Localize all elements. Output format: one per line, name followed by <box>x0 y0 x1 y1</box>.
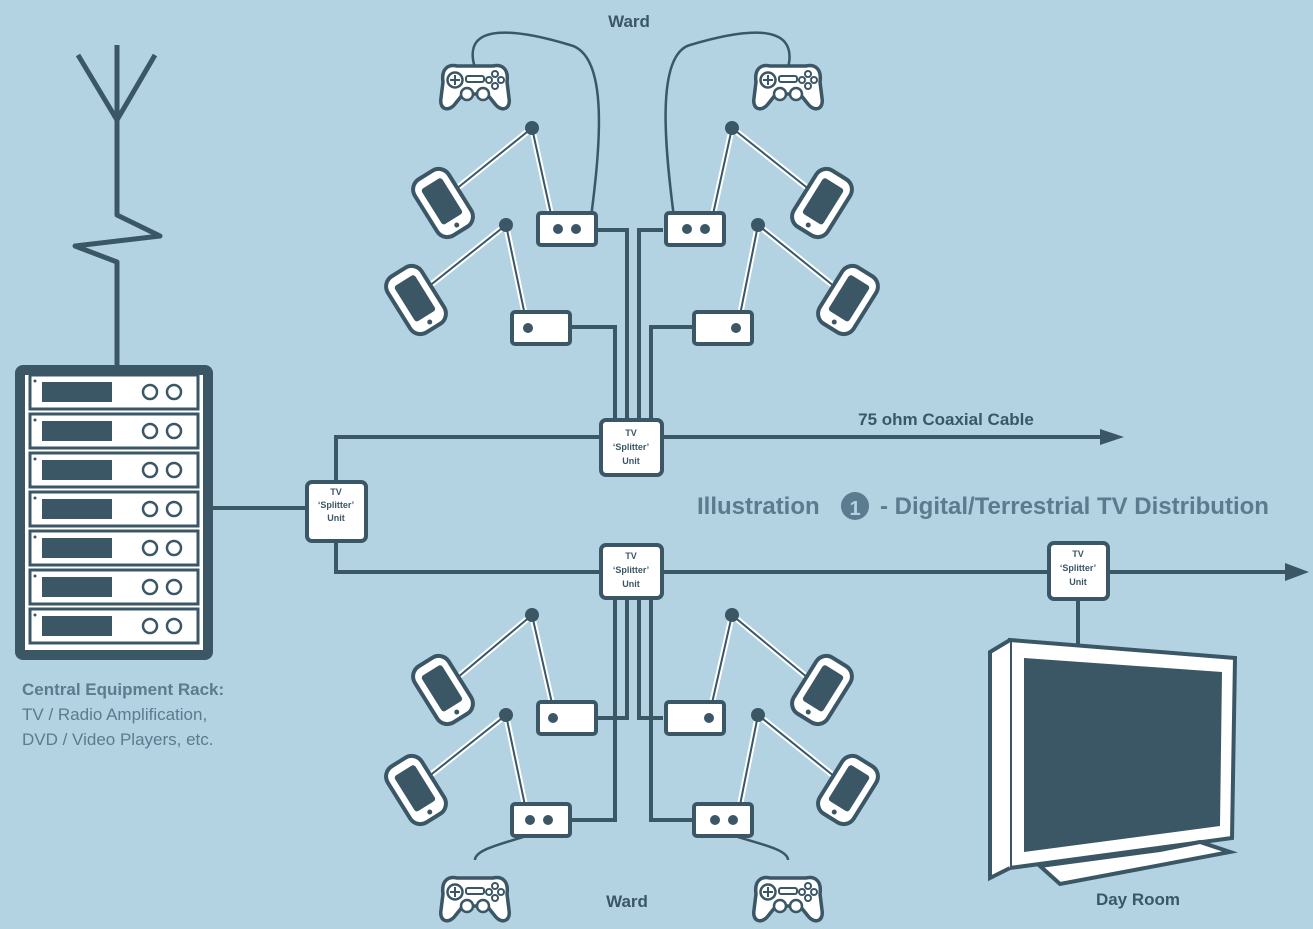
wall-socket-icon <box>536 211 598 247</box>
bedside-tv-arm-icon <box>785 649 859 731</box>
game-controller-icon <box>438 875 512 923</box>
television-icon <box>988 637 1238 887</box>
splitter-label-line1: TV <box>330 487 342 497</box>
bedside-tv-arm-icon <box>406 649 480 731</box>
illustration-number-badge: 1 <box>849 498 860 520</box>
wall-socket-icon <box>692 310 754 346</box>
game-controller-icon <box>438 63 512 111</box>
illustration-title-suffix: - Digital/Terrestrial TV Distribution <box>880 493 1269 520</box>
bedside-tv-arm-icon <box>785 162 859 244</box>
splitter-label-line1: TV <box>625 428 637 438</box>
antenna-icon <box>72 45 163 368</box>
bedside-tv-arm-icon <box>379 749 453 831</box>
splitter-label-line2: ‘Splitter’ <box>613 565 649 575</box>
game-controller-icon <box>751 875 825 923</box>
splitter-label-line2: ‘Splitter’ <box>1060 563 1096 573</box>
splitter-label-line3: Unit <box>1069 577 1087 587</box>
splitter-label-line3: Unit <box>327 513 345 523</box>
bedside-tv-arm-icon <box>379 259 453 341</box>
splitter-unit-icon <box>305 480 368 543</box>
splitter-label-line1: TV <box>1072 549 1084 559</box>
coax-cable-label: 75 ohm Coaxial Cable <box>858 410 1034 429</box>
splitter-unit-icon <box>1047 541 1110 601</box>
splitter-label-line2: ‘Splitter’ <box>613 442 649 452</box>
bedside-tv-arm-icon <box>811 749 885 831</box>
equipment-rack-icon <box>15 365 213 660</box>
wall-socket-icon <box>664 211 726 247</box>
ward-label-top: Ward <box>608 12 650 31</box>
rack-caption-line1: TV / Radio Amplification, <box>22 705 207 724</box>
splitter-unit-icon <box>599 418 664 477</box>
arrow-right-icon <box>1100 429 1124 445</box>
wall-socket-icon <box>510 310 572 346</box>
wall-socket-icon <box>536 700 598 736</box>
splitter-label-line2: ‘Splitter’ <box>318 500 354 510</box>
day-room-label: Day Room <box>1096 890 1180 909</box>
wall-socket-icon <box>664 700 726 736</box>
rack-caption-line2: DVD / Video Players, etc. <box>22 730 214 749</box>
rack-caption-title: Central Equipment Rack: <box>22 680 224 699</box>
game-controller-icon <box>751 63 825 111</box>
splitter-unit-icon <box>599 543 664 600</box>
splitter-label-line3: Unit <box>622 579 640 589</box>
bedside-tv-arm-icon <box>811 259 885 341</box>
wall-socket-icon <box>510 802 572 838</box>
ward-label-bottom: Ward <box>606 892 648 911</box>
coaxial-cable-lines <box>213 228 1290 822</box>
splitter-label-line1: TV <box>625 551 637 561</box>
bedside-tv-arm-icon <box>406 162 480 244</box>
illustration-title-prefix: Illustration <box>697 493 820 520</box>
arrow-right-icon <box>1285 563 1309 581</box>
splitter-label-line3: Unit <box>622 456 640 466</box>
wall-socket-icon <box>692 802 754 838</box>
